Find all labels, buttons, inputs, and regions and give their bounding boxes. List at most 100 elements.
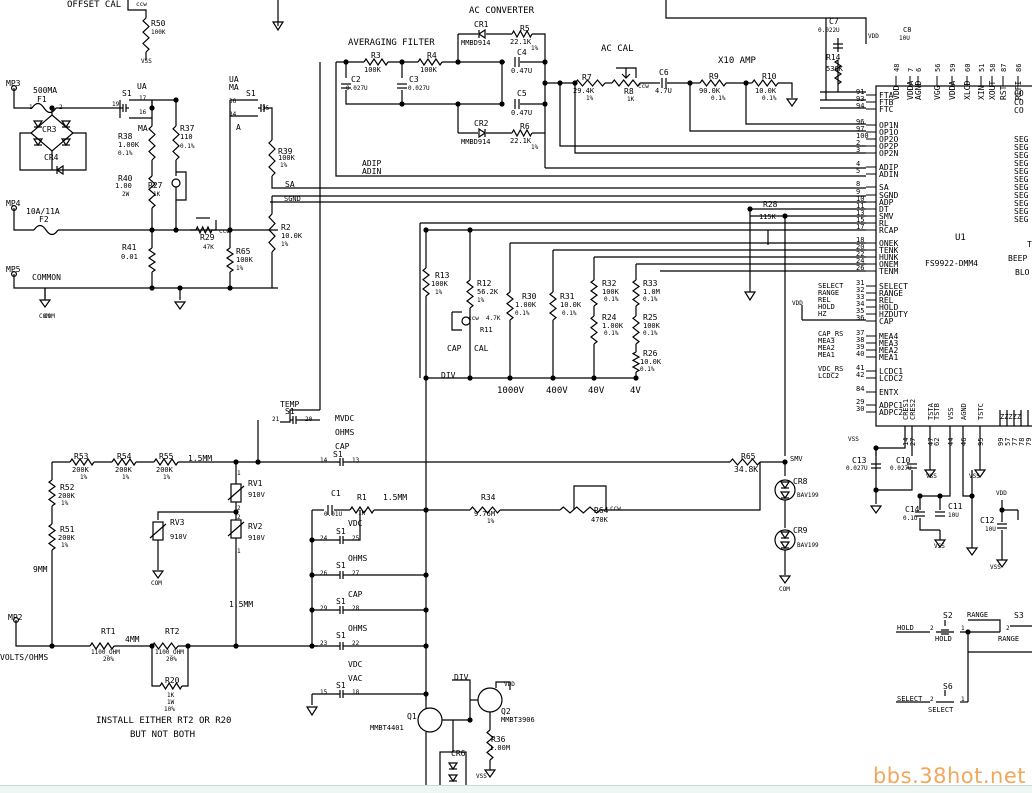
schematic-label-t237: RT2 [165,627,180,636]
schematic-label-t155: 20 [305,416,313,423]
schematic-label-t161: 13 [352,457,360,464]
schematic-label-t12: CR4 [44,153,59,162]
junction-dot [173,227,179,233]
wire [13,88,32,109]
u1-pin-name: MEA2 [879,346,898,355]
schematic-label-t92: X10 AMP [718,56,757,66]
u1-pin-number: 30 [856,405,864,413]
schematic-label-t264: MEA2 [818,344,835,352]
schematic-label-t15: F2 [39,215,49,224]
junction-dot [233,459,239,465]
schematic-label-t190: 1.5MM [229,600,253,609]
junction-dot [149,227,155,233]
wire [689,83,866,132]
schematic-label-t9: 1 [29,104,33,111]
diode-symbol [477,28,486,40]
schematic-label-t259: REL [818,296,831,304]
u1-pin-number: 31 [856,279,864,287]
junction-dot [633,375,639,381]
schematic-label-t82: 1% [531,144,539,151]
junction-dot [399,59,405,65]
junction-dot [309,537,315,543]
schematic-label-t289: RANGE [967,611,988,619]
schematic-label-t58: 1% [281,241,289,248]
schematic-label-t169: 200K [156,466,174,474]
junction-dot [937,493,943,499]
schematic-label-t170: 1% [163,474,171,481]
schematic-label-t128: 100K [602,288,620,296]
schematic-label-t117: 4.7K [486,315,501,322]
schematic-label-t252: R36 [491,735,506,744]
u1-pin-number: 37 [856,329,864,337]
junction-dot [423,507,429,513]
resistor-symbol [151,641,179,651]
u1-pin-number: 77 [1011,438,1019,446]
schematic-label-t199: 25 [352,535,360,542]
schematic-label-t95: 0.1% [711,95,726,102]
wire [345,90,502,105]
junction-dot [455,101,461,107]
u1-pin-name: SEG [1014,199,1029,208]
u1-pin-number: 87 [1000,64,1008,72]
ground-triangle-icon [271,21,285,32]
u1-pin-number: 86 [1015,64,1023,72]
junction-dot [969,493,975,499]
u1-pin-number: 40 [856,350,864,358]
schematic-label-t168: R55 [159,452,174,461]
junction-dot [227,285,233,291]
schematic-label-t154: 21 [272,416,280,423]
schematic-label-t67: 0.47U [511,67,532,75]
schematic-label-t80: R6 [520,122,530,131]
schematic-label-t131: 1.0M [643,288,660,296]
schematic-label-t74: C3 [409,75,419,84]
u1-pin-name: SELECT [879,282,908,291]
schematic-label-t24: MA [138,124,148,133]
schematic-label-t156: MVDC [335,414,354,423]
schematic-label-t229: BAV199 [797,542,819,549]
schematic-label-t228: CR9 [793,526,808,535]
u1-pin-number: 5 [856,167,860,175]
u1-pin-name: SEG [1014,191,1029,200]
schematic-label-t286: 2 [930,625,934,632]
schematic-label-t68: R3 [371,51,381,60]
schematic-label-t214: S1 [336,681,346,690]
schematic-label-t103: 10U [899,35,910,42]
viewer-footer-bar [0,785,1032,793]
schematic-label-t127: R32 [602,279,617,288]
wire [573,485,607,511]
diode-symbol [779,531,791,540]
schematic-label-t292: RANGE [998,635,1019,643]
wire [271,176,866,189]
schematic-label-t223: R65 [741,452,756,461]
schematic-label-t282: 10U [985,526,996,533]
junction-dot [423,375,429,381]
schematic-label-t183: 2 [237,514,241,521]
resistor-symbol [589,279,599,307]
diode-symbol [478,127,487,139]
u1-pin-name: VSS [947,407,955,420]
schematic-label-t198: 24 [320,535,328,542]
resistor-symbol [225,247,235,273]
schematic-label-t189: COM [151,580,162,587]
u1-pin-name: SEG [1014,215,1029,224]
schematic-label-t121: R30 [522,292,537,301]
schematic-label-t91: 4.7U [655,87,672,95]
schematic-label-t179: RV1 [248,479,263,488]
u1-pin-number: 96 [856,118,864,126]
u1-pin-number: 13 [856,209,864,217]
u1-pin-name: TSTC [977,403,985,420]
u1-pin-name: CO [1014,106,1024,115]
schematic-label-t162: R53 [74,452,89,461]
resistor-symbol [111,457,137,467]
schematic-label-t122: 1.00K [515,301,537,309]
schematic-label-t213: VAC [348,674,363,683]
schematic-label-t19: S1 [122,89,132,98]
resistor-symbol [469,506,501,514]
resistor-symbol [47,523,57,551]
u1-pin-name: FTA [879,91,894,100]
u1-pin-number: 46 [960,438,968,446]
fuse-f2-symbol [33,224,59,236]
junction-dot [177,285,183,291]
schematic-label-t209: S1 [336,631,346,640]
schematic-label-t89: ccw [638,83,649,90]
